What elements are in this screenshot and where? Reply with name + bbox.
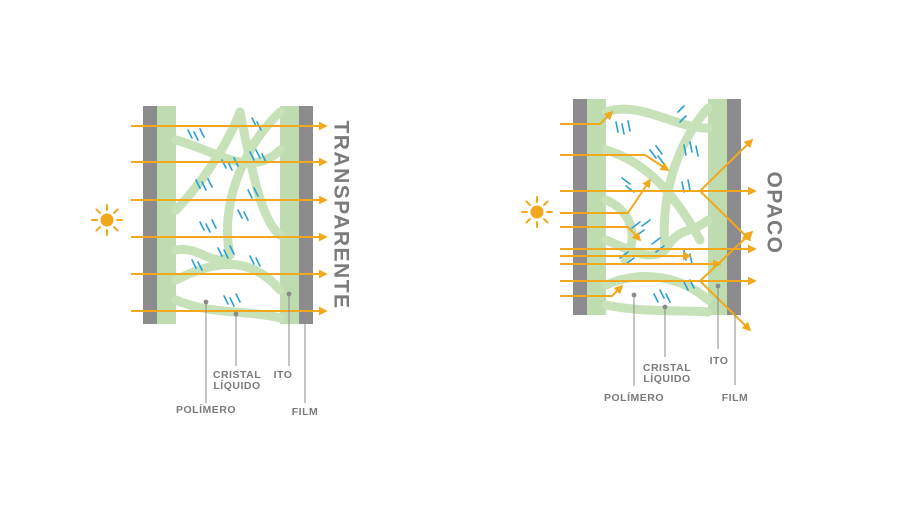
label-film: FILM (722, 392, 749, 404)
light-ray (699, 190, 752, 242)
state-label-opaque: OPACO (762, 172, 785, 255)
callout-pointers (203, 291, 306, 403)
label-ito: ITO (274, 369, 293, 381)
light-ray (699, 230, 754, 282)
light-ray (560, 110, 614, 125)
label-crystal-line2: LÍQUIDO (643, 372, 690, 385)
sun-icon (91, 204, 123, 236)
ito-left (587, 99, 606, 315)
panel-opaque: OPACO CRISTAL LÍQUIDO ITO POLÍMERO FILM (521, 99, 785, 404)
label-crystal-line2: LÍQUIDO (213, 379, 260, 392)
liquid-crystal-droplets (187, 117, 267, 307)
sun-icon (521, 196, 553, 228)
label-crystal-line1: CRISTAL (643, 362, 691, 374)
label-crystal-line1: CRISTAL (213, 369, 261, 381)
light-ray (560, 226, 642, 242)
state-label-transparent: TRANSPARENTE (329, 120, 352, 309)
light-rays (131, 121, 328, 316)
polymer-network (601, 103, 713, 317)
light-ray (699, 138, 754, 192)
panel-transparent: TRANSPARENTE CRISTAL LÍQUIDO ITO POLÍMER… (91, 106, 352, 418)
film-left (573, 99, 587, 315)
light-rays-scattered (560, 110, 757, 332)
ito-left (157, 106, 176, 324)
light-ray (699, 280, 752, 332)
film-right (727, 99, 741, 315)
polymer-network (171, 107, 285, 323)
label-polymer: POLÍMERO (604, 391, 664, 404)
light-ray (560, 284, 624, 297)
film-left (143, 106, 157, 324)
light-ray (560, 154, 670, 171)
label-polymer: POLÍMERO (176, 403, 236, 416)
callout-pointers (631, 283, 736, 386)
label-film: FILM (292, 406, 319, 418)
label-ito: ITO (710, 355, 729, 367)
film-right (299, 106, 313, 324)
light-ray (560, 178, 651, 214)
ito-right (280, 106, 299, 324)
